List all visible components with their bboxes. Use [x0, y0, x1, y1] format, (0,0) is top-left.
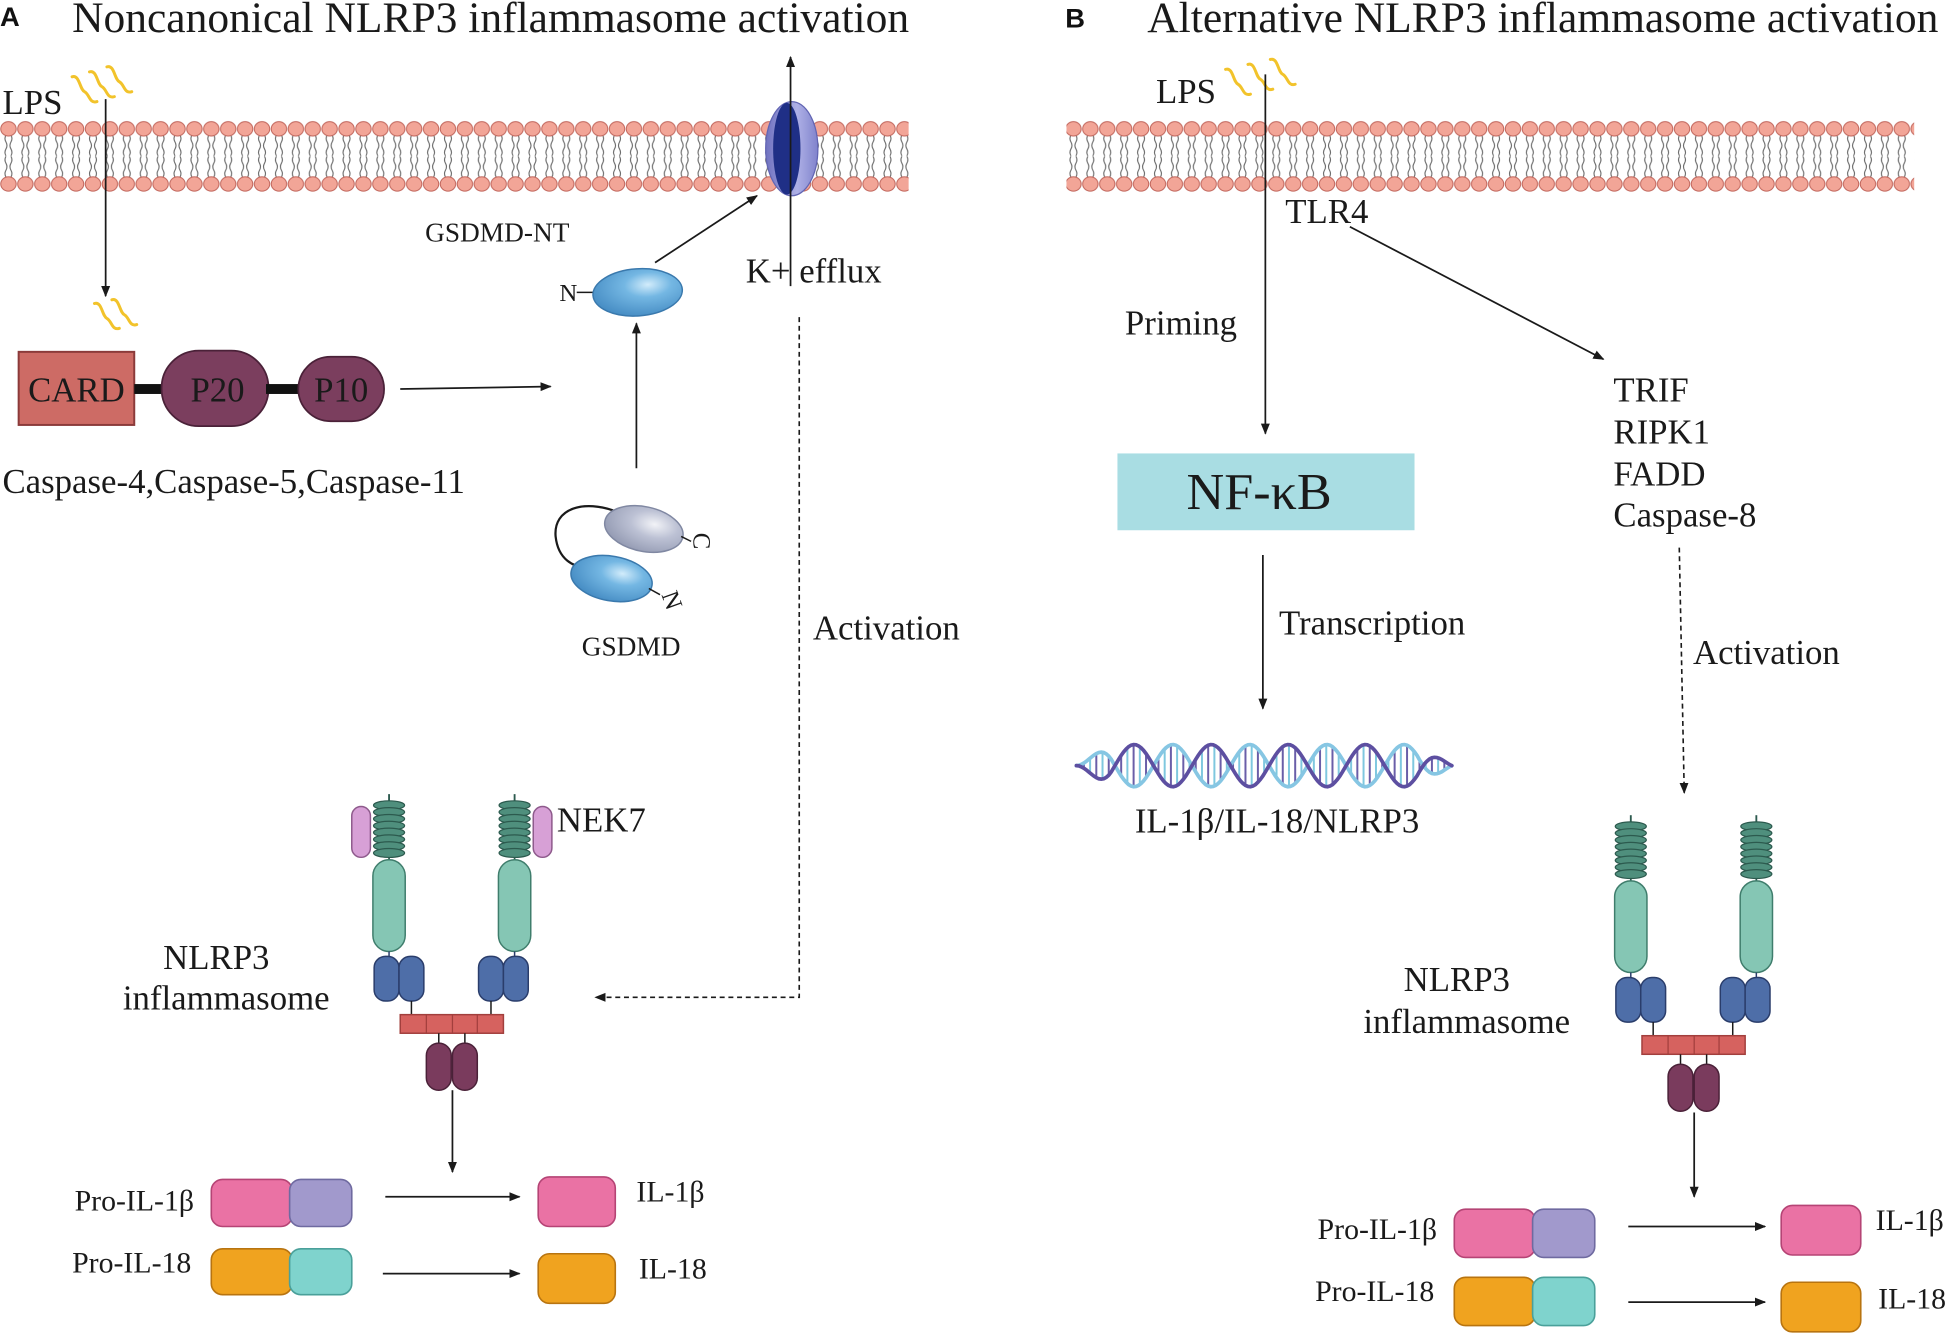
gsdmd-n-terminus: N	[656, 587, 688, 613]
gsdmd-nt-n-terminus: N	[559, 280, 577, 307]
gsdmd-c-terminus: C	[688, 533, 715, 550]
caspase-4-5-11: CARD P20 P10	[17, 349, 385, 428]
activation-label-b: Activation	[1693, 633, 1840, 672]
p10-label: P10	[314, 370, 368, 409]
pro-il18-prodomain	[288, 1247, 353, 1296]
tlr4-label: TLR4	[1285, 192, 1368, 231]
pro-il18-mature-domain	[1453, 1276, 1536, 1327]
lps-icon	[110, 298, 139, 327]
arrow-tlr4-to-trif	[1349, 225, 1605, 361]
nlrp3-oligomer	[1615, 815, 1773, 1111]
pro-il18-label: Pro-IL-18	[1315, 1275, 1434, 1308]
transcription-label: Transcription	[1279, 603, 1465, 642]
pore-core	[773, 102, 801, 195]
card-domain	[17, 350, 136, 426]
il18-label: IL-18	[639, 1253, 707, 1286]
dna-base-pairs	[1089, 744, 1440, 787]
signaling-caspase-8: Caspase-8	[1613, 496, 1756, 535]
pro-il1b-mature-domain	[1453, 1208, 1536, 1259]
caspase-names: Caspase-4,Caspase-5,Caspase-11	[2, 462, 464, 501]
il1b-protein	[1780, 1204, 1862, 1256]
dna-base-pairs	[1082, 744, 1446, 787]
nlrp3-oligomer	[373, 794, 531, 1090]
il1b-label: IL-1β	[1876, 1204, 1944, 1237]
lps-icon	[70, 75, 99, 104]
potassium-channel	[765, 100, 819, 197]
pro-il18-prodomain	[1531, 1276, 1596, 1327]
lps-label-b: LPS	[1156, 72, 1216, 111]
linker	[134, 384, 165, 394]
p10-domain	[297, 355, 385, 423]
panel-b-title: Alternative NLRP3 inflammasome activatio…	[1147, 0, 1938, 42]
arrow-gsdmd-nt-to-pore	[654, 195, 758, 264]
lps-icon	[92, 301, 121, 331]
inflammasome-label-line2: inflammasome	[1363, 1002, 1570, 1041]
c-terminus-tick	[680, 535, 692, 543]
il18-protein	[1780, 1281, 1862, 1333]
activation-label-a: Activation	[813, 608, 960, 647]
panel-letter-b: B	[1065, 2, 1085, 33]
signaling-fadd: FADD	[1613, 455, 1705, 494]
cell-membrane-a	[0, 120, 909, 193]
pro-il18-mature-domain	[210, 1247, 293, 1296]
dna-strand	[1074, 742, 1454, 789]
nfkb-box	[1117, 453, 1415, 531]
nlrp3-inflammasome-a	[351, 794, 553, 1090]
card-label: CARD	[28, 370, 125, 409]
lps-icon	[88, 70, 116, 99]
pro-il1b-mature-domain	[210, 1178, 293, 1228]
inflammasome-label-line1: NLRP3	[163, 938, 269, 977]
arrow-activation-a	[594, 317, 801, 1002]
gsdmd-n-domain	[570, 554, 653, 603]
nek7-left	[351, 805, 372, 859]
nfkb-label: NF-κB	[1187, 464, 1332, 521]
linker	[265, 384, 301, 394]
arrow-caspase-to-gsdmd	[400, 382, 552, 392]
lps-icon	[105, 65, 134, 94]
gsdmd-full-length: C N	[554, 504, 715, 614]
p20-label: P20	[190, 370, 244, 409]
gsdmd-label: GSDMD	[582, 631, 681, 661]
n-terminus-tick	[648, 587, 661, 596]
pro-il1b-prodomain	[1531, 1208, 1596, 1259]
panel-a-title: Noncanonical NLRP3 inflammasome activati…	[72, 0, 909, 42]
pro-il1b-label: Pro-IL-1β	[1318, 1213, 1437, 1246]
lps-icon	[1268, 57, 1297, 87]
signaling-ripk1: RIPK1	[1613, 413, 1710, 452]
nek7-label: NEK7	[557, 800, 646, 839]
panel-letter-a: A	[0, 1, 20, 32]
inflammasome-label-line2: inflammasome	[123, 979, 330, 1018]
cell-membrane-b	[1066, 120, 1915, 193]
lps-icon	[1224, 67, 1252, 97]
arrow-activation-b	[1678, 547, 1689, 795]
lps-icon	[1246, 62, 1275, 92]
nek7-right	[532, 805, 553, 859]
il1b-protein	[537, 1176, 617, 1228]
gsdmd-c-domain	[603, 504, 684, 554]
gsdmd-nt-protein	[592, 267, 684, 317]
dna-strand	[1074, 742, 1454, 789]
signaling-trif: TRIF	[1613, 370, 1688, 409]
il18-label: IL-18	[1878, 1282, 1946, 1315]
lps-label-a: LPS	[2, 83, 62, 122]
pro-il1b-label: Pro-IL-1β	[75, 1184, 194, 1217]
panel-b: B Alternative NLRP3 inflammasome activat…	[1065, 0, 1946, 1333]
k-efflux-label: K+ efflux	[746, 252, 882, 291]
nlrp3-inflammasome-b	[1615, 815, 1773, 1111]
il18-protein	[537, 1252, 617, 1305]
pro-il1b-prodomain	[288, 1178, 353, 1228]
priming-label: Priming	[1125, 304, 1237, 343]
dna-helix	[1074, 742, 1454, 789]
pro-il18-label: Pro-IL-18	[72, 1246, 191, 1279]
gsdmd-nt-label: GSDMD-NT	[425, 218, 570, 248]
panel-a: A Noncanonical NLRP3 inflammasome activa…	[0, 0, 960, 1305]
inflammasome-label-line1: NLRP3	[1404, 960, 1510, 999]
transcribed-genes-label: IL-1β/IL-18/NLRP3	[1135, 802, 1419, 841]
il1b-label: IL-1β	[636, 1176, 704, 1209]
